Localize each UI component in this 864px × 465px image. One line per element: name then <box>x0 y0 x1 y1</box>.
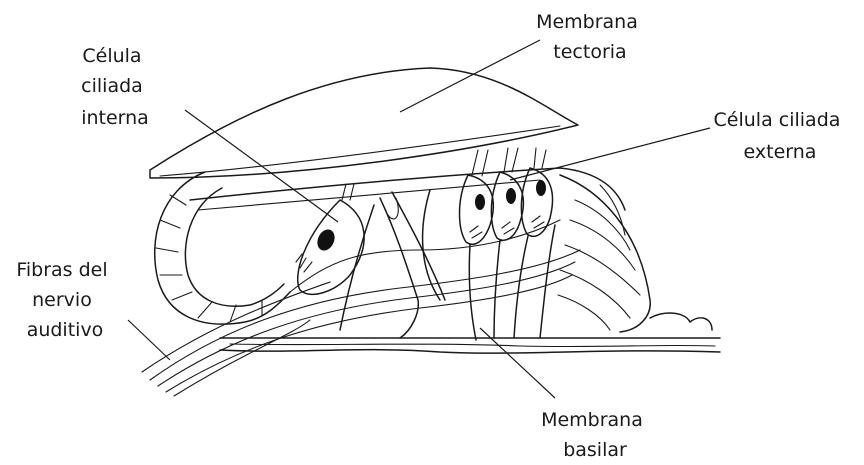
label-nerve-fibers-line-1: Fibras del <box>16 259 107 281</box>
label-inner-hair-cell-line-3: interna <box>81 107 149 129</box>
label-outer-hair-cell: Célula ciliada externa <box>714 109 847 163</box>
label-auditory-nerve-fibers: Fibras del nervio auditivo <box>16 259 113 341</box>
outer-hair-cell-nucleus-1 <box>475 194 485 210</box>
label-tectorial-membrane-line-1: Membrana <box>536 11 638 33</box>
leader-nerve-fibers <box>128 320 170 360</box>
inner-hair-cell-nucleus <box>314 227 338 254</box>
tectorial-membrane <box>150 68 578 178</box>
label-tectorial-membrane: Membrana tectoria <box>536 11 644 63</box>
inner-sulcus-cells <box>155 172 290 324</box>
leader-tectorial-membrane <box>400 40 540 112</box>
label-inner-hair-cell-line-1: Célula <box>82 45 141 67</box>
outer-hair-cell-nucleus-2 <box>506 188 516 204</box>
label-nerve-fibers-line-2: nervio <box>32 289 92 311</box>
label-basilar-membrane: Membrana basilar <box>541 409 649 461</box>
label-outer-hair-cell-line-2: externa <box>744 141 817 163</box>
label-basilar-membrane-line-2: basilar <box>563 439 627 461</box>
label-inner-hair-cell-line-2: ciliada <box>81 75 143 97</box>
label-outer-hair-cell-line-1: Célula ciliada <box>714 109 841 131</box>
outer-hair-cell-nucleus-3 <box>536 180 546 196</box>
label-basilar-membrane-line-1: Membrana <box>541 409 643 431</box>
label-tectorial-membrane-line-2: tectoria <box>553 41 626 63</box>
leader-outer-hair-cell <box>510 128 710 180</box>
leader-inner-hair-cell <box>185 110 338 222</box>
supporting-cells <box>423 175 712 340</box>
label-inner-hair-cell: Célula ciliada interna <box>81 45 149 129</box>
basilar-membrane <box>220 338 720 353</box>
label-nerve-fibers-line-3: auditivo <box>27 319 104 341</box>
